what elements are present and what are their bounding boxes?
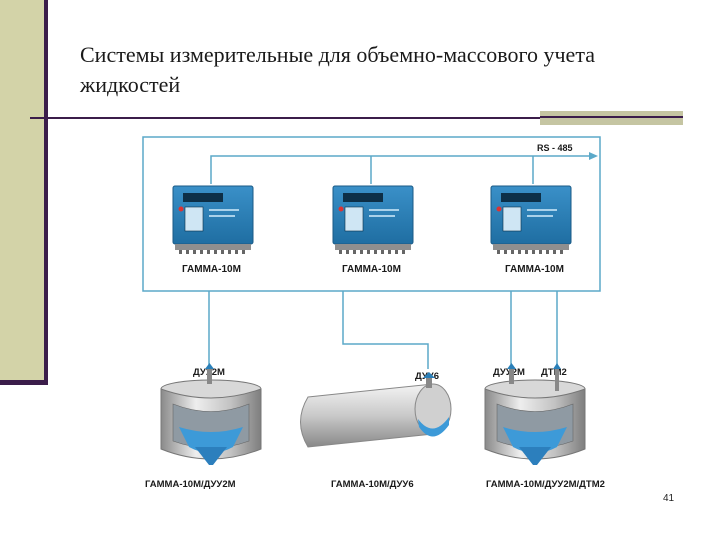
device-label-3: ГАММА-10М	[505, 264, 564, 275]
sidebar-edge	[44, 0, 48, 385]
sidebar-decoration	[0, 0, 44, 382]
sensor-wiring	[208, 291, 558, 369]
system-label-3: ГАММА-10М/ДУУ2М/ДТМ2	[486, 479, 605, 490]
device-label-2: ГАММА-10М	[342, 264, 401, 275]
rs485-label: RS - 485	[537, 143, 573, 153]
sidebar-foot	[0, 380, 48, 385]
tank-right	[484, 363, 586, 465]
system-label-2: ГАММА-10М/ДУУ6	[331, 479, 414, 490]
sensor-label-duu2m-right: ДУУ2М	[493, 367, 525, 378]
system-diagram: RS - 485 ГАММА-10М ГАММА-10М ГАММА-10М	[133, 129, 645, 496]
title-rule	[30, 117, 540, 119]
tank-left	[160, 363, 262, 465]
tank-horizontal	[300, 372, 452, 448]
rs485-bus: RS - 485	[210, 143, 598, 184]
slide-title: Системы измерительные для объемно-массов…	[80, 42, 595, 97]
title-rule-box	[540, 111, 683, 125]
devices-frame	[142, 136, 601, 292]
system-label-1: ГАММА-10М/ДУУ2М	[145, 479, 236, 490]
gamma-device-2: ГАММА-10М	[332, 185, 414, 275]
sensor-label-dtm2: ДТМ2	[541, 367, 567, 378]
gamma-device-1: ГАММА-10М	[172, 185, 254, 275]
device-label-1: ГАММА-10М	[182, 264, 241, 275]
gamma-device-3: ГАММА-10М	[490, 185, 572, 275]
page-number: 41	[663, 493, 675, 504]
